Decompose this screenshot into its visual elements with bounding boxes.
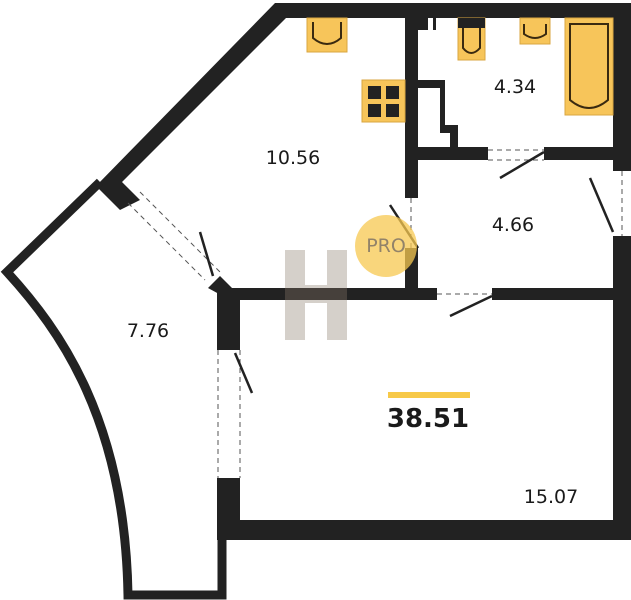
logo-watermark-icon: [285, 250, 347, 340]
room-area-bathroom: 4.34: [493, 76, 537, 98]
bathtub-icon: [564, 17, 614, 116]
total-area-bar: [388, 392, 470, 398]
balcony-outline: [0, 178, 227, 600]
openings: [127, 149, 623, 478]
walls: [96, 3, 631, 540]
room-area-balcony: 7.76: [126, 320, 170, 342]
total-area: 38.51: [386, 404, 470, 434]
pro-watermark: PRO: [355, 215, 417, 277]
room-area-hallway: 4.66: [491, 214, 535, 236]
room-area-kitchen: 10.56: [265, 147, 321, 169]
fixtures: [306, 17, 614, 123]
room-area-living-room: 15.07: [523, 486, 579, 508]
